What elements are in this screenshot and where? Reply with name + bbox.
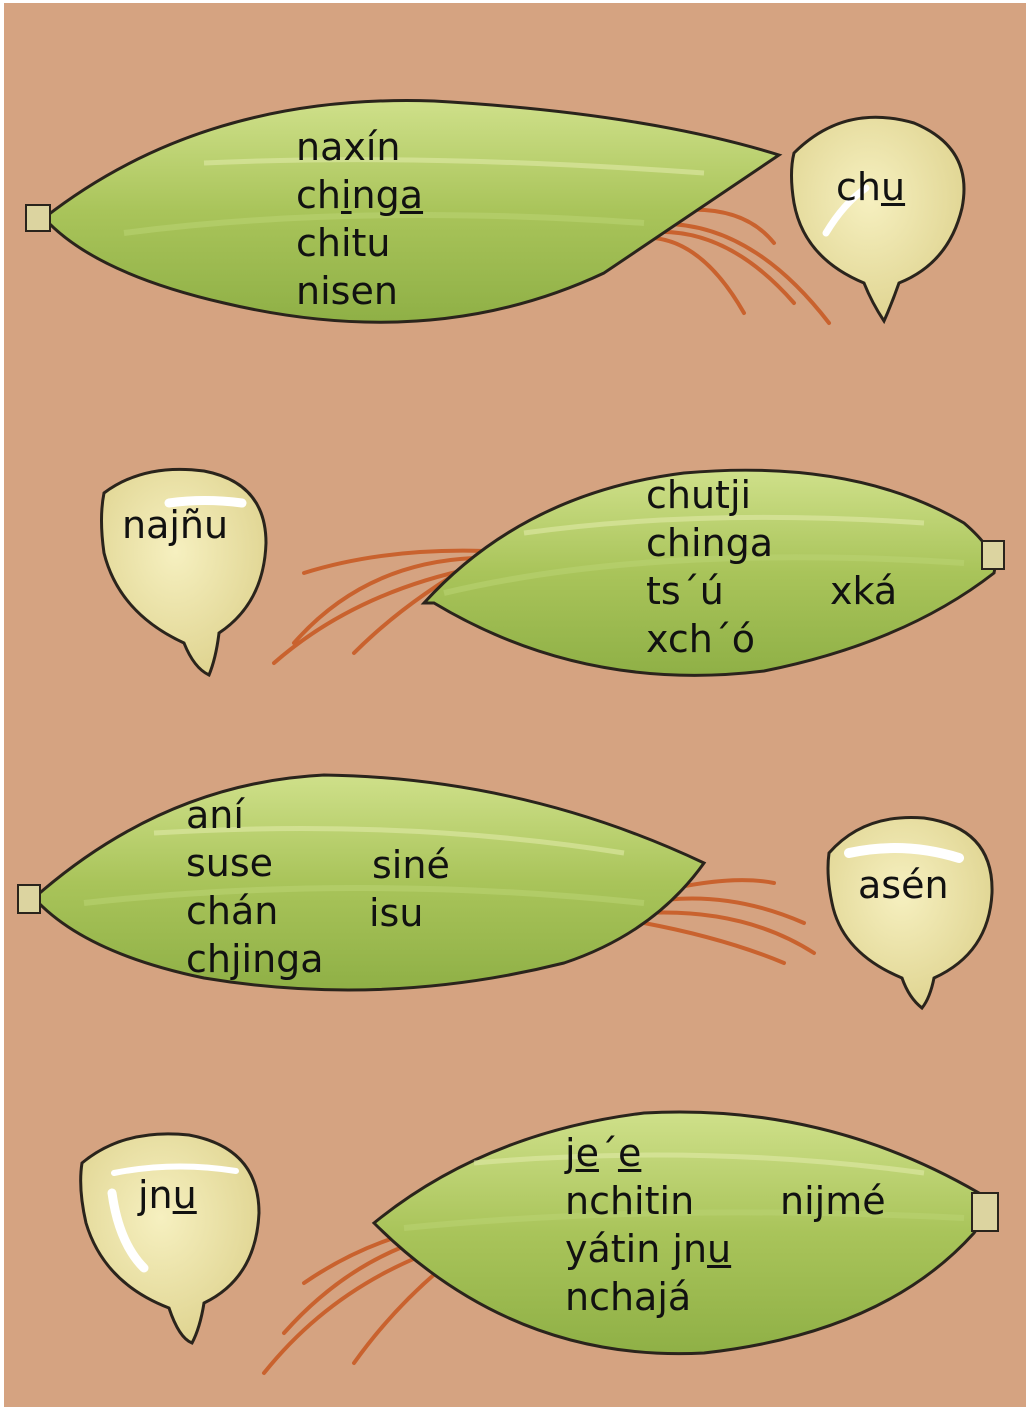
word-ear-3-extra-1: siné xyxy=(372,843,450,887)
corn-ear-1 xyxy=(26,101,829,323)
word-line: nisen xyxy=(296,267,423,315)
kernel-label-4: jnu xyxy=(138,1173,197,1217)
word-line: nchitin xyxy=(565,1177,731,1225)
word-ear-3-extra-2: isu xyxy=(369,891,423,935)
kernel-label-3: asén xyxy=(858,863,949,907)
corn-kernel-2 xyxy=(102,469,267,675)
word-line: nchajá xyxy=(565,1273,731,1321)
word-line: chutji xyxy=(646,471,773,519)
word-line: je´e xyxy=(565,1129,731,1177)
word-line: chjinga xyxy=(186,935,324,983)
word-list-ear-1: naxín chinga chitu nisen xyxy=(296,123,423,315)
illustration-page: naxín chinga chitu nisen chutji chinga t… xyxy=(4,3,1026,1407)
word-list-ear-4: je´e nchitin yátin jnu nchajá xyxy=(565,1129,731,1321)
word-line: chitu xyxy=(296,219,423,267)
kernel-label-2: najñu xyxy=(122,503,228,547)
word-line: aní xyxy=(186,791,324,839)
word-line: xch´ó xyxy=(646,615,773,663)
word-line: chinga xyxy=(646,519,773,567)
word-list-ear-3: aní suse chán chjinga xyxy=(186,791,324,983)
word-line: chinga xyxy=(296,171,423,219)
word-line: ts´ú xyxy=(646,567,773,615)
word-ear-2-extra: xká xyxy=(830,569,897,613)
word-list-ear-2: chutji chinga ts´ú xch´ó xyxy=(646,471,773,663)
word-line: chán xyxy=(186,887,324,935)
corn-kernel-4 xyxy=(81,1134,259,1343)
word-line: yátin jnu xyxy=(565,1225,731,1273)
corn-kernel-1 xyxy=(792,117,965,321)
word-ear-4-extra: nijmé xyxy=(780,1179,886,1223)
word-line: naxín xyxy=(296,123,423,171)
word-line: suse xyxy=(186,839,324,887)
corn-kernel-3 xyxy=(828,817,992,1008)
kernel-label-1: chu xyxy=(836,165,905,209)
